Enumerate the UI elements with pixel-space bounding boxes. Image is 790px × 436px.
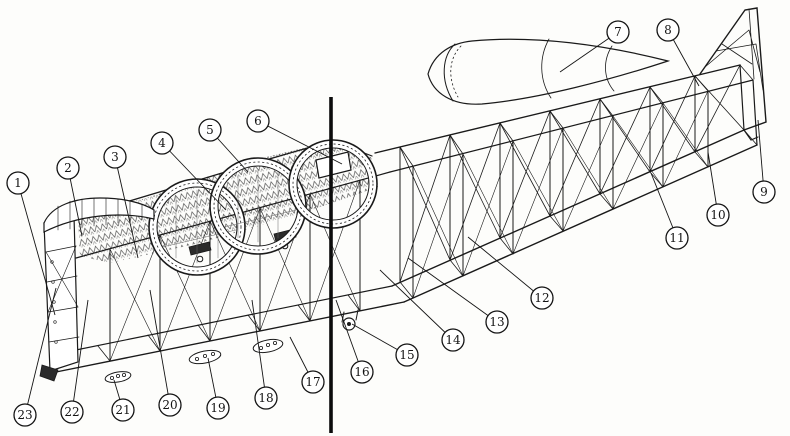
callout-number-16: 16 xyxy=(354,365,369,379)
turtle-deck-panel xyxy=(427,38,671,105)
forward-truss xyxy=(55,171,405,373)
callout-number-7: 7 xyxy=(614,25,622,39)
callout-circle-2 xyxy=(56,156,80,180)
callout-circle-21 xyxy=(111,398,135,422)
callout-number-17: 17 xyxy=(305,375,320,389)
callout-21: 21 xyxy=(111,398,135,422)
callout-circle-5 xyxy=(198,118,222,142)
callout-number-2: 2 xyxy=(64,161,72,175)
callout-number-19: 19 xyxy=(210,401,225,415)
callout-number-6: 6 xyxy=(254,114,262,128)
callout-number-20: 20 xyxy=(162,398,177,412)
callout-number-18: 18 xyxy=(258,391,273,405)
callout-18: 18 xyxy=(254,386,278,410)
callout-17: 17 xyxy=(301,370,325,394)
callout-number-12: 12 xyxy=(534,291,549,305)
rear-truss-near-side xyxy=(389,64,759,303)
leader-line-20 xyxy=(149,289,171,406)
callout-number-4: 4 xyxy=(158,136,166,150)
callout-circle-20 xyxy=(158,393,182,417)
callout-number-22: 22 xyxy=(64,405,79,419)
callout-circle-15 xyxy=(395,343,419,367)
callout-10: 10 xyxy=(706,203,730,227)
callout-4: 4 xyxy=(150,131,174,155)
callout-circle-23 xyxy=(13,403,37,427)
nose-section xyxy=(39,197,155,382)
callout-number-13: 13 xyxy=(489,315,504,329)
callout-number-1: 1 xyxy=(14,176,22,190)
callout-number-15: 15 xyxy=(399,348,414,362)
callout-19: 19 xyxy=(206,396,230,420)
callout-number-9: 9 xyxy=(760,185,768,199)
callout-9: 9 xyxy=(752,180,776,204)
callout-circle-14 xyxy=(441,328,465,352)
callout-number-5: 5 xyxy=(206,123,214,137)
callout-circle-19 xyxy=(206,396,230,420)
callout-circle-13 xyxy=(485,310,509,334)
callout-circle-1 xyxy=(6,171,30,195)
callout-circle-10 xyxy=(706,203,730,227)
cockpit-formers xyxy=(148,139,378,276)
callout-number-23: 23 xyxy=(17,408,32,422)
former-ring-3 xyxy=(288,139,378,229)
fuselage-drawing xyxy=(39,7,767,433)
attachment-fittings xyxy=(104,228,359,383)
callout-number-10: 10 xyxy=(710,208,725,222)
callout-7: 7 xyxy=(606,20,630,44)
callout-circle-7 xyxy=(606,20,630,44)
callout-number-3: 3 xyxy=(111,150,119,164)
callout-number-14: 14 xyxy=(445,333,461,347)
leader-line-12 xyxy=(467,236,543,299)
callout-circle-22 xyxy=(60,400,84,424)
callout-20: 20 xyxy=(158,393,182,417)
callout-circle-12 xyxy=(530,286,554,310)
leader-line-4 xyxy=(161,142,227,211)
callout-22: 22 xyxy=(60,400,84,424)
callout-circle-16 xyxy=(350,360,374,384)
callout-2: 2 xyxy=(56,156,80,180)
leader-line-16 xyxy=(335,299,363,373)
windscreen-frame xyxy=(315,151,352,179)
callout-circle-6 xyxy=(246,109,270,133)
leader-line-14 xyxy=(379,269,454,341)
callout-12: 12 xyxy=(530,286,554,310)
callout-circle-8 xyxy=(656,18,680,42)
leader-line-9 xyxy=(757,119,765,193)
callout-23: 23 xyxy=(13,403,37,427)
callout-circle-18 xyxy=(254,386,278,410)
callout-8: 8 xyxy=(656,18,680,42)
callout-5: 5 xyxy=(198,118,222,142)
callout-number-8: 8 xyxy=(664,23,672,37)
callout-circle-4 xyxy=(150,131,174,155)
leader-line-7 xyxy=(559,31,619,73)
callout-number-21: 21 xyxy=(115,403,130,417)
leader-line-1 xyxy=(17,182,56,316)
callout-number-11: 11 xyxy=(669,231,684,245)
callout-circle-9 xyxy=(752,180,776,204)
callout-circle-17 xyxy=(301,370,325,394)
bottom-plates xyxy=(104,338,284,383)
callout-circle-3 xyxy=(103,145,127,169)
callout-3: 3 xyxy=(103,145,127,169)
callout-15: 15 xyxy=(395,343,419,367)
leader-line-13 xyxy=(407,257,498,323)
callout-11: 11 xyxy=(665,226,689,250)
callout-13: 13 xyxy=(485,310,509,334)
callout-16: 16 xyxy=(350,360,374,384)
leader-line-6 xyxy=(257,120,343,165)
callout-6: 6 xyxy=(246,109,270,133)
leader-line-11 xyxy=(650,172,678,239)
tail-skid xyxy=(743,129,759,141)
leader-line-23 xyxy=(24,287,57,416)
callout-1: 1 xyxy=(6,171,30,195)
leader-line-22 xyxy=(71,299,89,413)
leader-line-18 xyxy=(251,299,267,399)
callout-circle-11 xyxy=(665,226,689,250)
leader-line-3 xyxy=(114,156,139,259)
callout-14: 14 xyxy=(441,328,465,352)
